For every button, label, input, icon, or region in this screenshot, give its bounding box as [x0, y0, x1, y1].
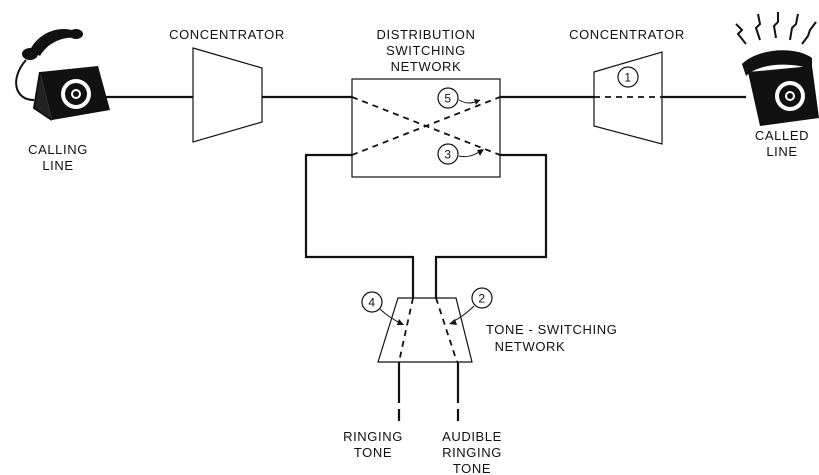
distribution-label-line3: NETWORK — [391, 59, 462, 74]
calling-handset — [30, 28, 78, 56]
called-line-label-line2: LINE — [766, 144, 797, 159]
step-4-marker: 4 — [361, 291, 404, 325]
tone-switching-network — [377, 297, 473, 363]
concentrator-right — [593, 51, 663, 145]
tone-switching-label-line1: TONE - SWITCHING — [486, 322, 617, 337]
called-handset — [742, 50, 812, 76]
step-1-marker: 1 — [617, 66, 639, 88]
concentrator-left — [192, 47, 263, 143]
audible-ringing-tone-label-line2: RINGING — [442, 445, 502, 460]
svg-text:4: 4 — [368, 296, 375, 310]
tone-loop — [304, 153, 548, 298]
called-telephone-icon — [735, 12, 819, 126]
calling-line-label-line1: CALLING — [28, 142, 88, 157]
distribution-label-line1: DISTRIBUTION — [377, 27, 476, 42]
step-5-marker: 5 — [437, 87, 481, 109]
ringing-rays — [735, 12, 817, 45]
distribution-label-line2: SWITCHING — [386, 43, 466, 58]
audible-ringing-tone-label-line3: TONE — [453, 461, 491, 475]
calling-telephone-icon — [15, 28, 110, 121]
distribution-crossings — [351, 96, 501, 156]
step-3-marker: 3 — [437, 143, 484, 165]
step-2-marker: 2 — [449, 287, 493, 325]
ringing-tone-label-line1: RINGING — [343, 429, 403, 444]
calling-line-label-line2: LINE — [42, 158, 73, 173]
tone-switching-paths — [398, 297, 458, 363]
tone-inputs — [397, 362, 460, 421]
tone-switching-label-line2: NETWORK — [495, 339, 566, 354]
svg-text:2: 2 — [478, 292, 485, 306]
audible-ringing-tone-label-line1: AUDIBLE — [442, 429, 502, 444]
step-2-arrow — [451, 305, 475, 323]
called-line-label-line1: CALLED — [755, 128, 809, 143]
svg-text:5: 5 — [444, 92, 451, 106]
svg-text:3: 3 — [444, 148, 451, 162]
concentrator-right-label: CONCENTRATOR — [569, 27, 685, 42]
distribution-switching-network — [351, 78, 501, 178]
ringing-tone-label-line2: TONE — [354, 445, 392, 460]
svg-text:1: 1 — [624, 71, 631, 85]
concentrator-left-label: CONCENTRATOR — [169, 27, 285, 42]
